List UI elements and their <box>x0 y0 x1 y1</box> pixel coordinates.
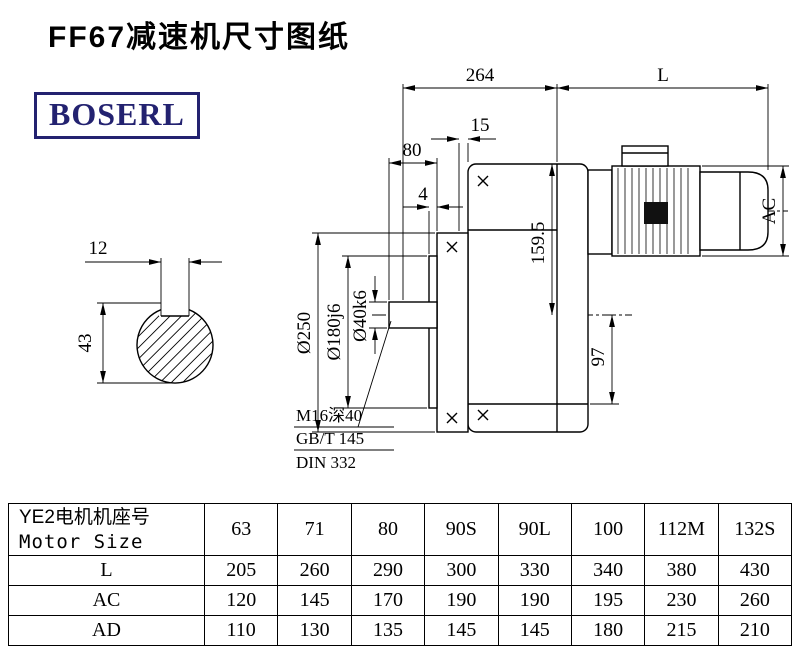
dim-label-dia180: Ø180j6 <box>324 304 345 361</box>
table-cell: 260 <box>717 585 793 616</box>
shaft-end-notes: M16深40 GB/T 145 DIN 332 <box>294 320 394 472</box>
table-cell: 380 <box>644 555 719 586</box>
keyway-slot <box>159 299 191 316</box>
table-cell: 210 <box>717 615 793 646</box>
table-cell: 180 <box>570 615 646 646</box>
shaft-circle <box>136 309 214 384</box>
table-header-row: YE2电机机座号 Motor Size 63 71 80 90S 90L 100… <box>8 503 793 556</box>
motor-size-header-cell: YE2电机机座号 Motor Size <box>8 503 205 556</box>
terminal-box <box>621 145 669 167</box>
dim-motor-length-L: L <box>557 65 769 170</box>
note-standard-gbt: GB/T 145 <box>296 429 364 448</box>
table-cell: 135 <box>350 615 426 646</box>
table-cell: 290 <box>350 555 426 586</box>
side-view: 264 L 15 80 <box>294 65 789 472</box>
hatch-lines <box>136 306 214 384</box>
table-cell: 195 <box>570 585 646 616</box>
motor-rear-endbell <box>699 171 769 251</box>
size-col-header: 132S <box>717 503 793 556</box>
dim-length-264: 264 <box>402 65 558 300</box>
dim-label-L: L <box>657 65 669 86</box>
table-cell: 205 <box>203 555 279 586</box>
dim-motor-diameter-AC: AC <box>702 165 789 257</box>
motor-dimension-table: YE2电机机座号 Motor Size 63 71 80 90S 90L 100… <box>8 503 793 646</box>
note-thread: M16深40 <box>296 406 362 425</box>
dimension-drawing: 12 43 <box>75 65 789 472</box>
note-standard-din: DIN 332 <box>296 453 356 472</box>
table-cell: 340 <box>570 555 646 586</box>
dim-label-dia40: Ø40k6 <box>350 290 371 342</box>
dim-label-4: 4 <box>418 184 428 205</box>
dim-shaft-height: 43 <box>75 302 177 384</box>
table-cell: 190 <box>497 585 572 616</box>
size-col-header: 71 <box>277 503 352 556</box>
table-cell: 215 <box>644 615 719 646</box>
dim-label-12: 12 <box>89 238 108 259</box>
size-col-header: 100 <box>570 503 646 556</box>
table-cell: 260 <box>277 555 352 586</box>
table-cell: 230 <box>644 585 719 616</box>
table-cell: 300 <box>424 555 499 586</box>
dim-height-97: 97 <box>588 315 619 405</box>
table-cell: 430 <box>717 555 793 586</box>
table-cell: 145 <box>497 615 572 646</box>
bolt-marks <box>446 175 489 424</box>
dim-label-264: 264 <box>466 65 495 86</box>
table-cell: 110 <box>203 615 279 646</box>
dim-label-80: 80 <box>403 140 422 161</box>
dim-spigot-diameter: Ø180j6 <box>324 255 427 409</box>
header-line-en: Motor Size <box>19 531 144 553</box>
flange-spigot <box>428 255 438 409</box>
dim-4: 4 <box>403 184 463 254</box>
size-col-header: 90L <box>497 503 572 556</box>
shaft-cross-section-view: 12 43 <box>75 238 222 384</box>
table-cell: 330 <box>497 555 572 586</box>
table-row-AD: AD 110 130 135 145 145 180 215 210 <box>8 615 793 646</box>
dim-height-159-5: 159.5 <box>528 164 555 315</box>
page-title: FF67减速机尺寸图纸 <box>48 21 351 54</box>
table-cell: 170 <box>350 585 426 616</box>
output-shaft <box>388 301 438 329</box>
row-label-AD: AD <box>8 615 205 646</box>
table-row-AC: AC 120 145 170 190 190 195 230 260 <box>8 585 793 616</box>
size-col-header: 112M <box>644 503 719 556</box>
dim-label-97: 97 <box>588 348 609 367</box>
table-row-L: L 205 260 290 300 330 340 380 430 <box>8 555 793 586</box>
motor-fins <box>617 168 689 254</box>
output-flange <box>436 232 469 433</box>
table-cell: 145 <box>277 585 352 616</box>
table-cell: 190 <box>424 585 499 616</box>
brand-logo: BOSERL <box>34 92 200 139</box>
table-cell: 120 <box>203 585 279 616</box>
motor-nameplate <box>644 202 668 224</box>
dim-label-159-5: 159.5 <box>528 222 549 265</box>
row-label-AC: AC <box>8 585 205 616</box>
dim-shaft-length-80: 80 <box>388 140 438 300</box>
motor-adapter <box>587 169 613 255</box>
header-line-cn: YE2电机机座号 <box>19 507 150 528</box>
dim-label-43: 43 <box>75 334 96 353</box>
dim-shaft-diameter: Ø40k6 <box>350 276 387 354</box>
table-cell: 145 <box>424 615 499 646</box>
dim-label-AC: AC <box>759 198 780 224</box>
dim-15: 15 <box>431 115 496 231</box>
dim-label-15: 15 <box>471 115 490 136</box>
dim-key-width: 12 <box>85 238 222 265</box>
gear-housing <box>467 163 589 433</box>
table-cell: 130 <box>277 615 352 646</box>
dim-label-dia250: Ø250 <box>294 312 315 354</box>
size-col-header: 80 <box>350 503 426 556</box>
size-col-header: 90S <box>424 503 499 556</box>
size-col-header: 63 <box>203 503 279 556</box>
row-label-L: L <box>8 555 205 586</box>
dim-flange-diameter: Ø250 <box>294 232 435 433</box>
